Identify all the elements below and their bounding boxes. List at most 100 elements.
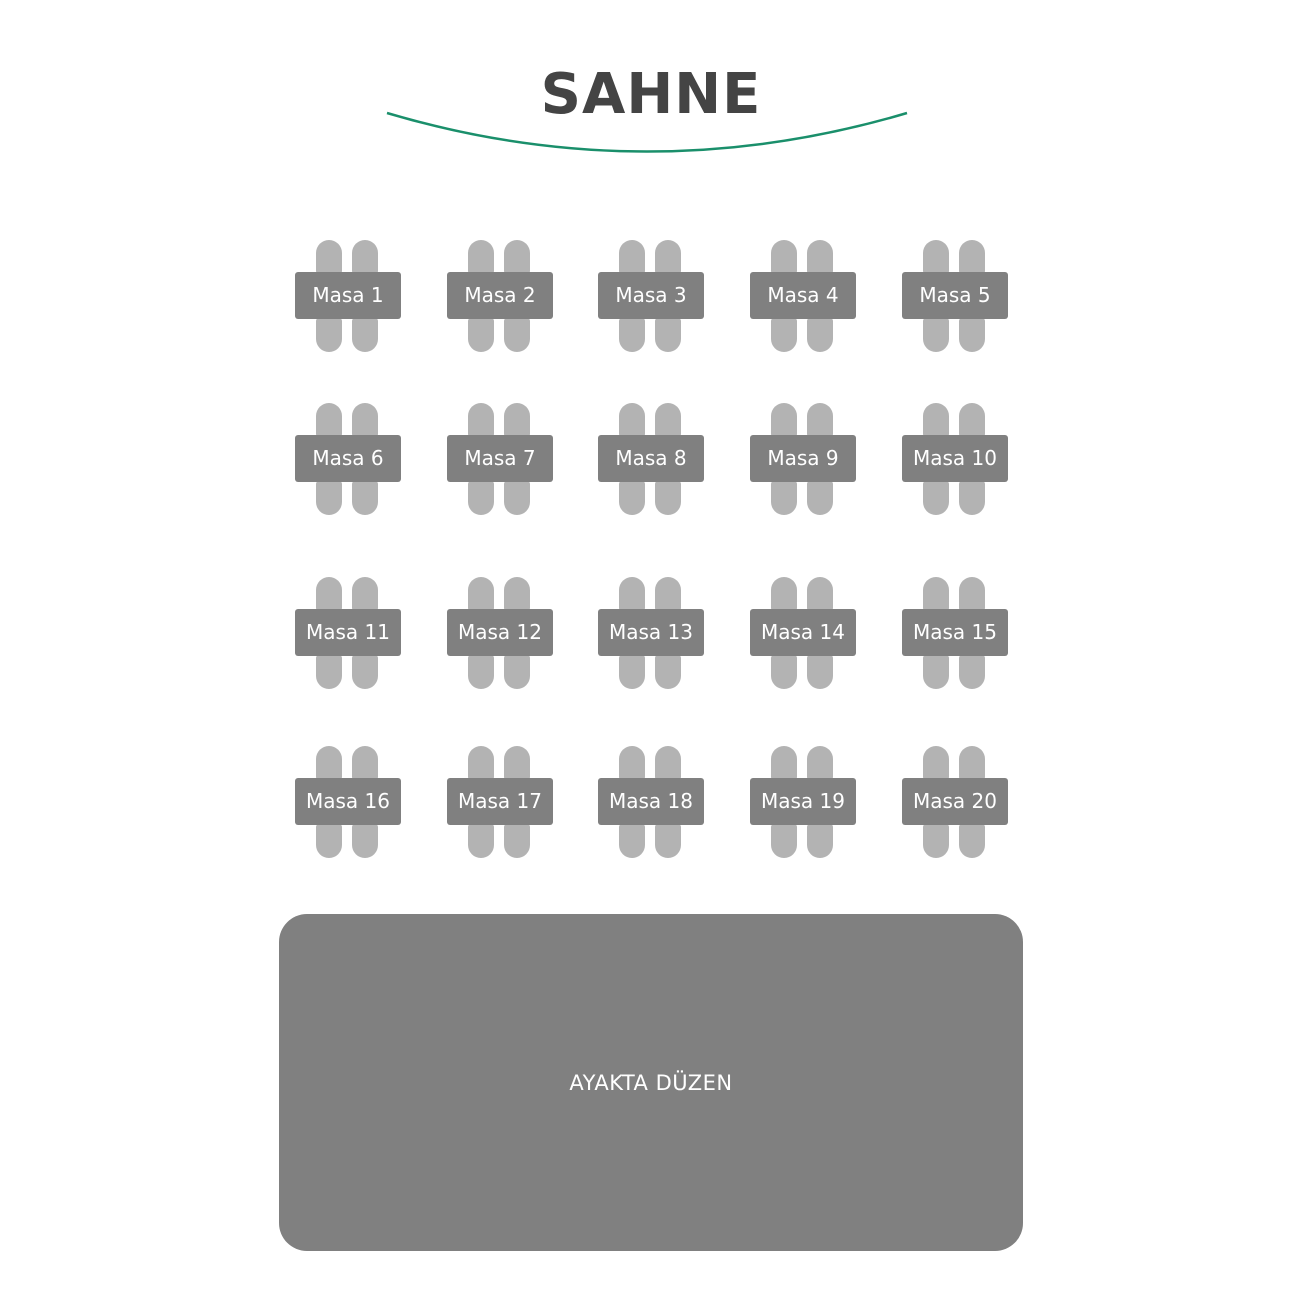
standing-area-label: AYAKTA DÜZEN [569,1070,733,1095]
chair [504,403,530,437]
chair [959,577,985,611]
standing-area[interactable]: AYAKTA DÜZEN [279,914,1023,1251]
table-label: Masa 20 [902,778,1008,825]
chair [923,577,949,611]
table-9[interactable]: Masa 9 [749,403,857,515]
chair [468,403,494,437]
chair [959,318,985,352]
table-11[interactable]: Masa 11 [294,577,402,689]
chair [619,240,645,274]
table-label: Masa 4 [750,272,856,319]
chair [771,746,797,780]
table-label: Masa 7 [447,435,553,482]
chair [352,746,378,780]
chair [771,655,797,689]
table-14[interactable]: Masa 14 [749,577,857,689]
chair [655,240,681,274]
table-16[interactable]: Masa 16 [294,746,402,858]
chair [468,240,494,274]
chair [619,318,645,352]
chair [959,240,985,274]
table-12[interactable]: Masa 12 [446,577,554,689]
chair [655,824,681,858]
table-label: Masa 8 [598,435,704,482]
chair [504,481,530,515]
chair [468,318,494,352]
chair [771,577,797,611]
table-label: Masa 10 [902,435,1008,482]
chair [959,746,985,780]
chair [655,577,681,611]
stage-label: SAHNE [540,62,762,127]
chair [352,240,378,274]
table-label: Masa 11 [295,609,401,656]
chair [959,403,985,437]
chair [352,318,378,352]
table-label: Masa 5 [902,272,1008,319]
table-label: Masa 15 [902,609,1008,656]
chair [352,403,378,437]
table-label: Masa 3 [598,272,704,319]
table-6[interactable]: Masa 6 [294,403,402,515]
chair [316,481,342,515]
chair [619,746,645,780]
chair [316,824,342,858]
chair [504,655,530,689]
chair [807,577,833,611]
table-8[interactable]: Masa 8 [597,403,705,515]
table-1[interactable]: Masa 1 [294,240,402,352]
table-19[interactable]: Masa 19 [749,746,857,858]
chair [771,318,797,352]
stage-arc [386,111,908,153]
table-7[interactable]: Masa 7 [446,403,554,515]
table-label: Masa 17 [447,778,553,825]
chair [655,481,681,515]
chair [316,577,342,611]
chair [959,481,985,515]
table-label: Masa 19 [750,778,856,825]
table-label: Masa 6 [295,435,401,482]
chair [923,824,949,858]
table-4[interactable]: Masa 4 [749,240,857,352]
chair [923,746,949,780]
chair [619,403,645,437]
chair [352,577,378,611]
chair [619,577,645,611]
table-10[interactable]: Masa 10 [901,403,1009,515]
seating-area: Masa 1 Masa 2 Masa 3 Masa 4 Masa 5 Masa 6 Masa… [294,240,1009,858]
chair [316,655,342,689]
chair [468,481,494,515]
chair [807,481,833,515]
chair [619,481,645,515]
table-label: Masa 16 [295,778,401,825]
chair [504,577,530,611]
table-17[interactable]: Masa 17 [446,746,554,858]
chair [316,318,342,352]
chair [807,403,833,437]
table-3[interactable]: Masa 3 [597,240,705,352]
chair [771,240,797,274]
chair [923,240,949,274]
table-20[interactable]: Masa 20 [901,746,1009,858]
chair [468,577,494,611]
chair [807,655,833,689]
chair [655,403,681,437]
chair [923,403,949,437]
table-2[interactable]: Masa 2 [446,240,554,352]
chair [352,655,378,689]
chair [771,481,797,515]
table-5[interactable]: Masa 5 [901,240,1009,352]
table-label: Masa 1 [295,272,401,319]
chair [619,824,645,858]
table-label: Masa 13 [598,609,704,656]
table-13[interactable]: Masa 13 [597,577,705,689]
chair [468,824,494,858]
chair [468,746,494,780]
chair [504,824,530,858]
chair [771,824,797,858]
chair [504,240,530,274]
table-18[interactable]: Masa 18 [597,746,705,858]
table-15[interactable]: Masa 15 [901,577,1009,689]
chair [352,824,378,858]
chair [619,655,645,689]
